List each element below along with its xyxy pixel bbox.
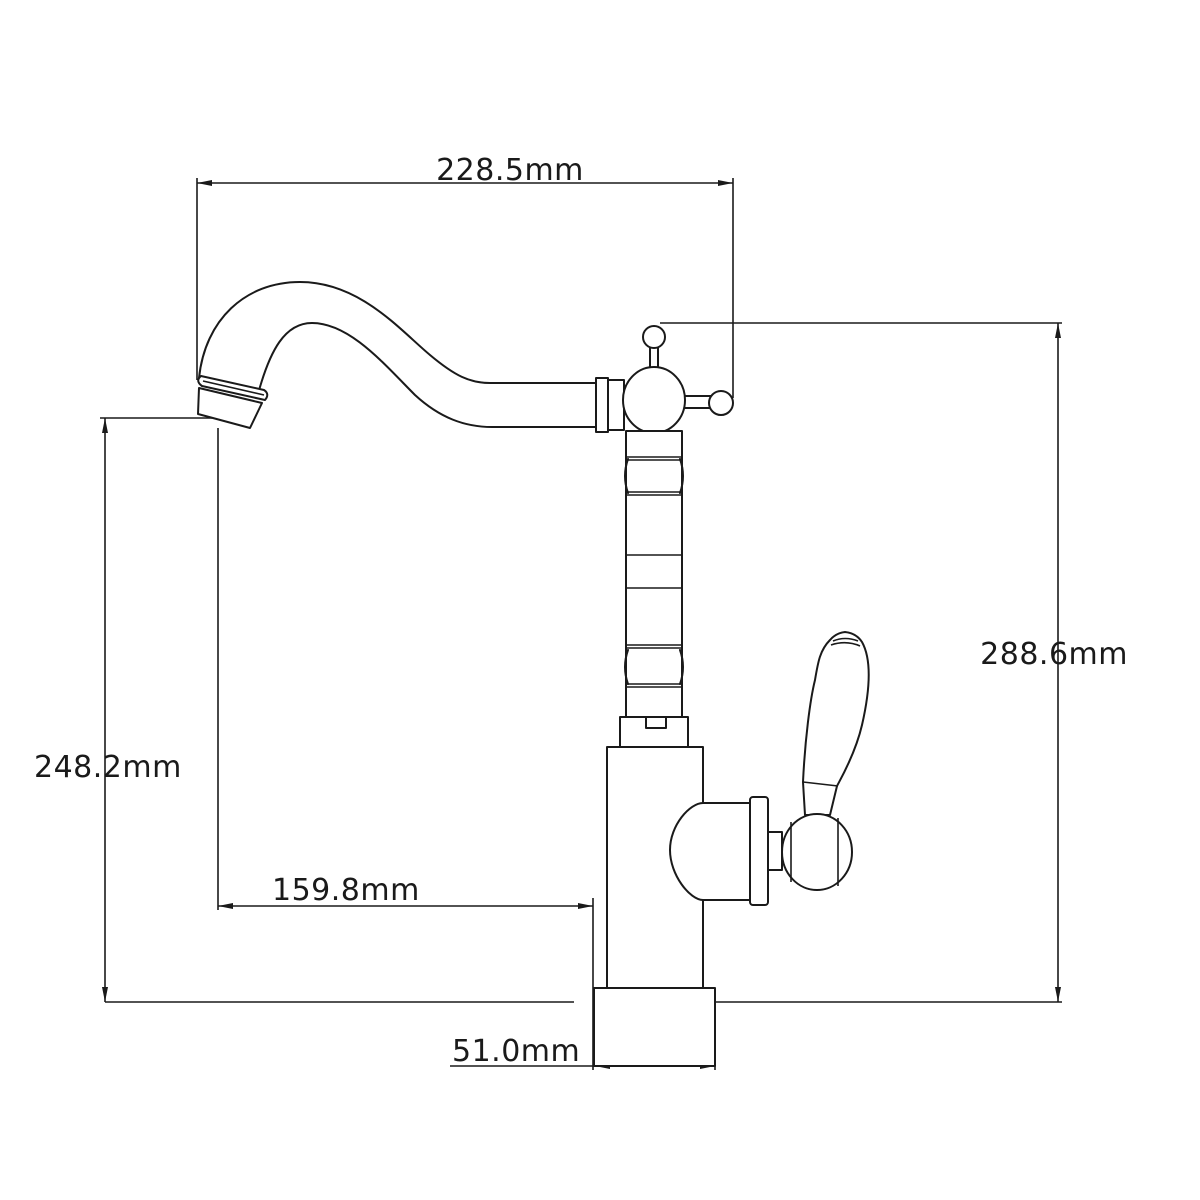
- dimension-overall-height: 288.6mm: [660, 322, 1128, 1002]
- spout-aerator-nozzle: [197, 375, 269, 429]
- faucet-base: [593, 987, 716, 1067]
- dimension-label-spout-reach: 159.8mm: [272, 873, 420, 908]
- swivel-body-ball: [622, 325, 734, 434]
- faucet-column: [624, 430, 684, 719]
- dimension-label-overall-reach: 228.5mm: [436, 153, 584, 188]
- valve-housing: [669, 796, 783, 906]
- dimension-overall-reach: 228.5mm: [196, 153, 734, 398]
- column-cap: [619, 716, 689, 748]
- lever-handle: [781, 631, 870, 891]
- dimension-spout-height: 248.2mm: [34, 417, 212, 1002]
- dimension-label-overall-height: 288.6mm: [980, 637, 1128, 672]
- top-finial-knob: [642, 325, 666, 349]
- faucet-spout: [198, 281, 597, 428]
- dimension-spout-reach: 159.8mm: [217, 428, 594, 1070]
- side-finial-knob: [708, 390, 734, 416]
- swivel-collar: [595, 377, 625, 433]
- dimension-label-spout-height: 248.2mm: [34, 750, 182, 785]
- dimension-label-base-width: 51.0mm: [452, 1034, 580, 1069]
